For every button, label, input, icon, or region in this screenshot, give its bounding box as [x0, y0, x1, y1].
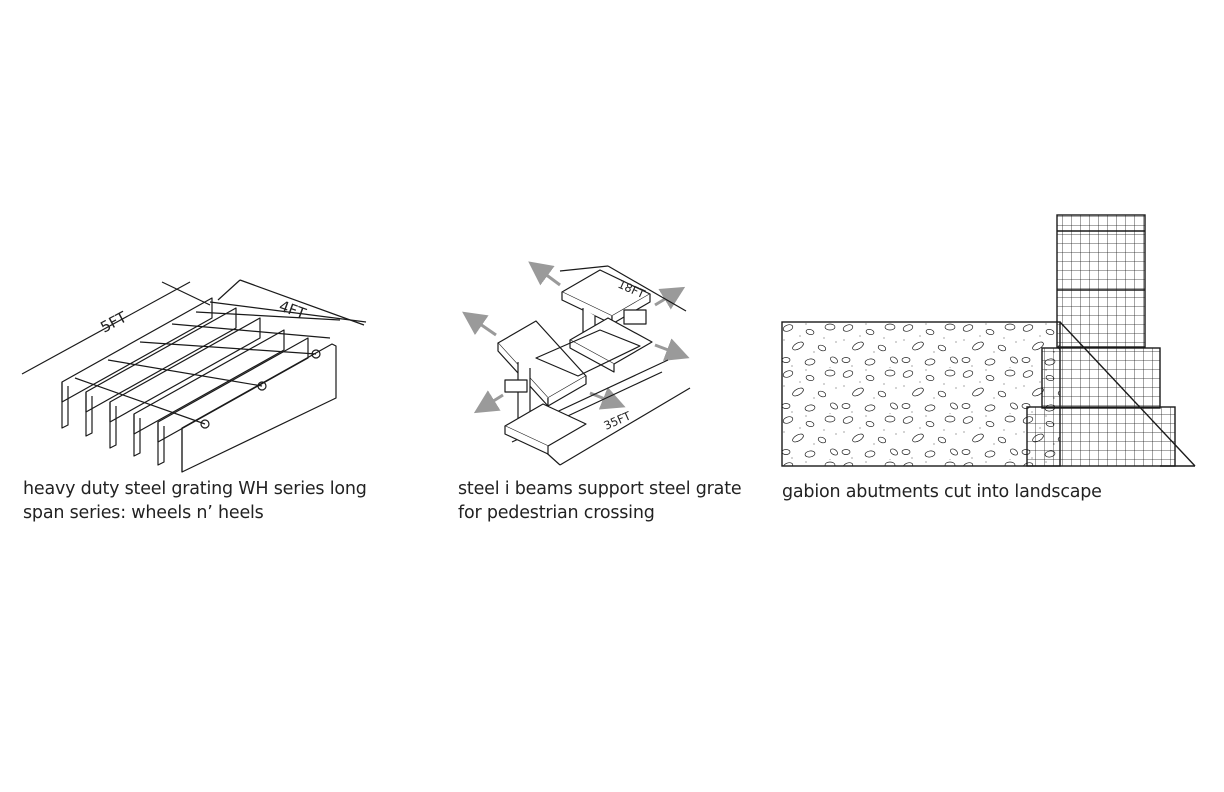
i-beam-caption: steel i beams support steel grate for pe… [458, 477, 758, 525]
slope-line [1059, 321, 1196, 467]
bearing-bars [61, 297, 337, 473]
i-beam-drawing: 18FT 35FT [462, 261, 691, 466]
grating-figure: 5FT 4FT heavy duty steel grating WH seri… [0, 0, 400, 540]
i-beam-figure: 18FT 35FT steel i beams support steel gr… [0, 0, 760, 540]
gabion-drawing [781, 214, 1196, 467]
gabion-figure: gabion abutments cut into landscape [781, 214, 1202, 504]
gabion-caption: gabion abutments cut into landscape [782, 480, 1202, 504]
grating-drawing: 5FT 4FT [21, 279, 367, 473]
caption-line: span series: wheels n’ heels [23, 503, 264, 523]
i-beam-back [561, 269, 653, 373]
caption-line: for pedestrian crossing [458, 503, 655, 523]
gabion-cages [1026, 214, 1176, 467]
cross-rods [74, 311, 341, 429]
caption-line: gabion abutments cut into landscape [782, 482, 1102, 502]
dimension-line-5ft [21, 281, 191, 375]
landscape-section [781, 321, 1061, 467]
i-beam-front [497, 320, 587, 455]
caption-line: steel i beams support steel grate [458, 479, 742, 499]
caption-line: heavy duty steel grating WH series long [23, 479, 367, 499]
grating-caption: heavy duty steel grating WH series long … [23, 477, 403, 525]
dimension-line-4ft [209, 301, 367, 323]
